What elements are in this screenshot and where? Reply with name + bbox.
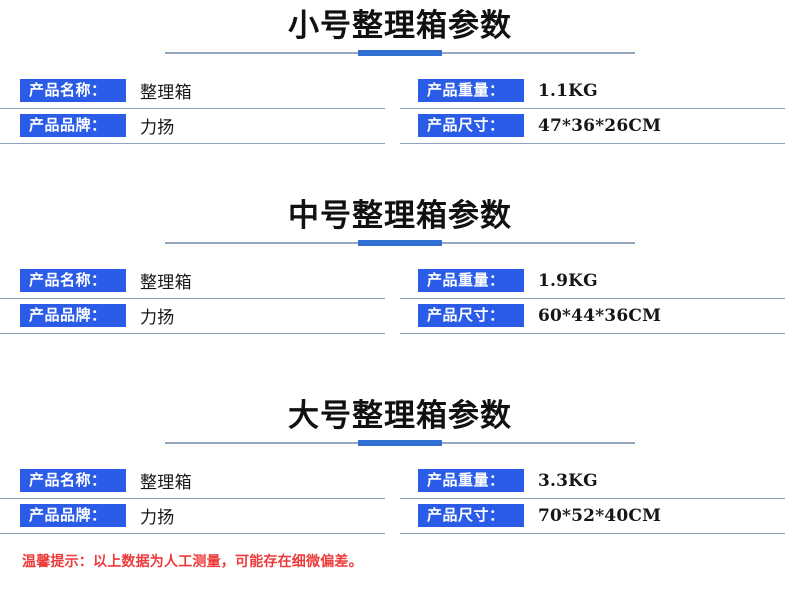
right-margin <box>785 299 800 334</box>
spec-label-product-weight: 产品重量： <box>418 79 524 103</box>
table-row: 产品名称： 整理箱 产品重量： 1.9KG <box>0 264 800 299</box>
spec-cell-size: 产品尺寸： 70*52*40CM <box>400 499 785 534</box>
section-title-block: 中号整理箱参数 <box>0 198 800 246</box>
spec-label-product-weight: 产品重量： <box>418 269 524 293</box>
spec-value-product-name: 整理箱 <box>140 83 192 104</box>
page-title: 小号整理箱参数 <box>288 8 512 43</box>
spec-cell-name: 产品名称： 整理箱 <box>0 264 385 299</box>
spec-section-medium: 中号整理箱参数 产品名称： 整理箱 产品重量： 1.9KG <box>0 198 800 334</box>
spec-cell-brand: 产品品牌： 力扬 <box>0 299 385 334</box>
spacer <box>0 54 800 74</box>
title-divider-accent <box>358 49 442 56</box>
spec-label-product-brand: 产品品牌： <box>20 304 126 328</box>
spec-label-product-brand: 产品品牌： <box>20 504 126 528</box>
spec-table: 产品名称： 整理箱 产品重量： 1.1KG 产品品牌： 力扬 产品尺寸： <box>0 74 800 144</box>
spec-value-product-weight: 1.9KG <box>538 270 598 291</box>
spec-value-product-brand: 力扬 <box>140 508 175 529</box>
spec-label-product-size: 产品尺寸： <box>418 114 524 138</box>
spec-value-product-brand: 力扬 <box>140 308 175 329</box>
section-title-block: 大号整理箱参数 <box>0 398 800 446</box>
spacer <box>0 444 800 464</box>
spec-label-product-brand: 产品品牌： <box>20 114 126 138</box>
spec-value-product-weight: 3.3KG <box>538 470 598 491</box>
spec-value-product-name: 整理箱 <box>140 473 192 494</box>
spec-value-product-brand: 力扬 <box>140 118 175 139</box>
spec-table: 产品名称： 整理箱 产品重量： 1.9KG 产品品牌： 力扬 产品尺寸： <box>0 264 800 334</box>
spec-value-product-size: 60*44*36CM <box>538 305 662 326</box>
right-margin <box>785 464 800 499</box>
spec-label-product-weight: 产品重量： <box>418 469 524 493</box>
table-row: 产品名称： 整理箱 产品重量： 3.3KG <box>0 464 800 499</box>
page-title: 大号整理箱参数 <box>288 398 512 433</box>
spec-label-product-size: 产品尺寸： <box>418 304 524 328</box>
title-divider-accent <box>358 439 442 446</box>
spec-label-product-name: 产品名称： <box>20 79 126 103</box>
title-divider-accent <box>358 239 442 246</box>
spec-cell-weight: 产品重量： 1.9KG <box>400 264 785 299</box>
spec-section-small: 小号整理箱参数 产品名称： 整理箱 产品重量： 1.1KG <box>0 8 800 144</box>
spec-cell-size: 产品尺寸： 47*36*26CM <box>400 109 785 144</box>
measurement-disclaimer-note: 温馨提示：以上数据为人工测量，可能存在细微偏差。 <box>22 553 363 569</box>
spec-cell-brand: 产品品牌： 力扬 <box>0 499 385 534</box>
spec-cell-brand: 产品品牌： 力扬 <box>0 109 385 144</box>
right-margin <box>785 264 800 299</box>
spec-value-product-size: 47*36*26CM <box>538 115 662 136</box>
spec-cell-size: 产品尺寸： 60*44*36CM <box>400 299 785 334</box>
spacer <box>0 244 800 264</box>
spec-value-product-weight: 1.1KG <box>538 80 598 101</box>
column-gap <box>385 264 400 299</box>
table-row: 产品品牌： 力扬 产品尺寸： 60*44*36CM <box>0 299 800 334</box>
table-row: 产品品牌： 力扬 产品尺寸： 70*52*40CM <box>0 499 800 534</box>
title-divider <box>165 439 635 446</box>
spec-cell-name: 产品名称： 整理箱 <box>0 74 385 109</box>
page-title: 中号整理箱参数 <box>288 198 512 233</box>
spec-cell-name: 产品名称： 整理箱 <box>0 464 385 499</box>
spec-label-product-size: 产品尺寸： <box>418 504 524 528</box>
right-margin <box>785 499 800 534</box>
spec-label-product-name: 产品名称： <box>20 269 126 293</box>
spec-section-large: 大号整理箱参数 产品名称： 整理箱 产品重量： 3.3KG <box>0 398 800 534</box>
right-margin <box>785 74 800 109</box>
spec-value-product-size: 70*52*40CM <box>538 505 662 526</box>
spec-table: 产品名称： 整理箱 产品重量： 3.3KG 产品品牌： 力扬 产品尺寸： <box>0 464 800 534</box>
right-margin <box>785 109 800 144</box>
title-divider <box>165 49 635 56</box>
column-gap <box>385 299 400 334</box>
spec-cell-weight: 产品重量： 3.3KG <box>400 464 785 499</box>
column-gap <box>385 464 400 499</box>
table-row: 产品品牌： 力扬 产品尺寸： 47*36*26CM <box>0 109 800 144</box>
spec-value-product-name: 整理箱 <box>140 273 192 294</box>
column-gap <box>385 499 400 534</box>
spec-cell-weight: 产品重量： 1.1KG <box>400 74 785 109</box>
section-title-block: 小号整理箱参数 <box>0 8 800 56</box>
column-gap <box>385 109 400 144</box>
spec-label-product-name: 产品名称： <box>20 469 126 493</box>
table-row: 产品名称： 整理箱 产品重量： 1.1KG <box>0 74 800 109</box>
column-gap <box>385 74 400 109</box>
title-divider <box>165 239 635 246</box>
